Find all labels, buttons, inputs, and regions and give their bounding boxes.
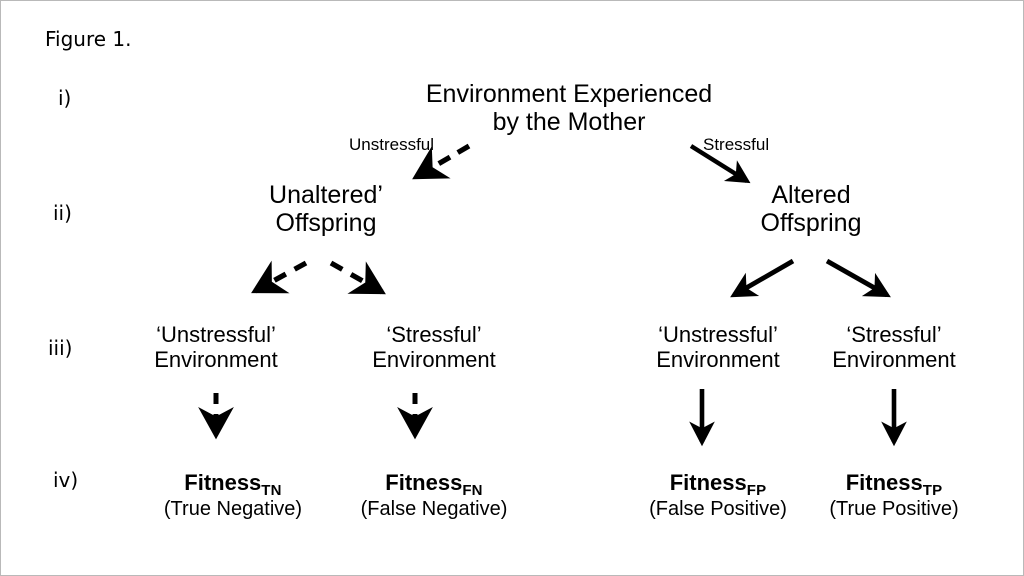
node-fitness-fp-base: Fitness (669, 470, 747, 495)
node-fitness-fn: FitnessFN (False Negative) (360, 470, 508, 520)
edge-unaltered-to-env-tn (251, 260, 308, 294)
edge-label-unstressful: Unstressful (349, 135, 435, 154)
node-fitness-tn-expansion: (True Negative) (163, 497, 303, 520)
node-environment-tn-line2: Environment (154, 346, 278, 372)
node-fitness-tp-base: Fitness (845, 470, 923, 495)
node-fitness-tn: FitnessTN (True Negative) (163, 470, 303, 520)
node-fitness-tp: FitnessTP (True Positive) (829, 470, 959, 520)
node-fitness-fn-expansion: (False Negative) (360, 497, 508, 520)
node-altered-offspring: Altered Offspring (761, 181, 862, 237)
node-altered-line1: Altered (771, 181, 851, 209)
node-environment-tp: ‘Stressful’ Environment (832, 322, 956, 372)
level-label-iii: iii) (48, 336, 73, 360)
node-environment-fp: ‘Unstressful’ Environment (656, 322, 780, 372)
edge-altered-to-env-fp (730, 258, 795, 298)
node-environment-tp-line1: ‘Stressful’ (846, 322, 942, 347)
node-environment-fn-line2: Environment (372, 346, 496, 372)
node-fitness-tp-base-line: FitnessTP (829, 470, 958, 499)
node-unaltered-line2: Offspring (275, 209, 377, 237)
node-fitness-tp-subscript: TP (922, 482, 943, 499)
node-fitness-fp-expansion: (False Positive) (649, 497, 787, 520)
node-fitness-fn-base-line: FitnessFN (361, 470, 508, 499)
node-fitness-fp-subscript: FP (746, 482, 767, 499)
node-altered-line2: Offspring (760, 209, 862, 237)
node-fitness-fn-subscript: FN (462, 482, 483, 499)
edge-altered-to-env-tp (825, 258, 891, 298)
node-environment-fn: ‘Stressful’ Environment (372, 322, 496, 372)
edge-label-stressful: Stressful (703, 135, 770, 154)
node-environment-fp-line2: Environment (656, 346, 780, 372)
node-fitness-fp: FitnessFP (False Positive) (649, 470, 787, 520)
node-environment-tn: ‘Unstressful’ Environment (154, 322, 278, 372)
node-root-line1: Environment Experienced (425, 80, 713, 108)
node-fitness-tn-base-line: FitnessTN (164, 470, 302, 499)
node-root-line2: by the Mother (492, 108, 646, 136)
node-environment-fp-line1: ‘Unstressful’ (658, 322, 778, 347)
node-fitness-tp-expansion: (True Positive) (829, 497, 959, 520)
level-label-i: i) (58, 86, 72, 110)
node-fitness-fn-base: Fitness (385, 470, 463, 495)
node-fitness-fp-base-line: FitnessFP (649, 470, 787, 499)
node-fitness-tn-subscript: TN (261, 482, 282, 499)
node-unaltered-line1: Unaltered’ (269, 181, 383, 209)
level-label-iv: iv) (53, 468, 79, 492)
node-environment-fn-line1: ‘Stressful’ (386, 322, 482, 347)
node-environment-experienced-by-mother: Environment Experienced by the Mother (426, 80, 712, 136)
node-fitness-tn-base: Fitness (184, 470, 262, 495)
level-label-ii: ii) (53, 201, 72, 225)
figure-caption: Figure 1. (45, 27, 132, 51)
node-environment-tn-line1: ‘Unstressful’ (156, 322, 276, 347)
node-unaltered-offspring: Unaltered’ Offspring (269, 181, 383, 237)
edge-unaltered-to-env-fn (329, 260, 386, 295)
node-environment-tp-line2: Environment (832, 346, 956, 372)
